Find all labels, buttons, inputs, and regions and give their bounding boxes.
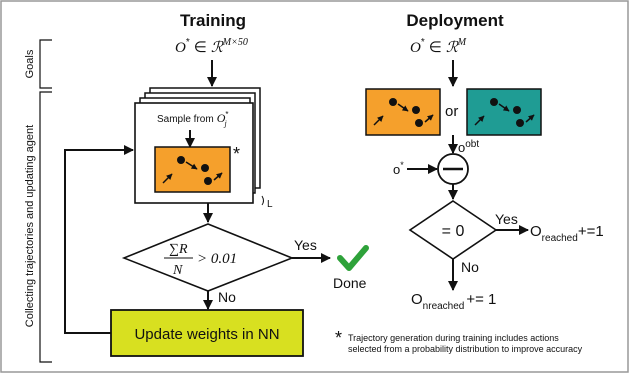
deployment-orange-box	[365, 88, 441, 136]
deployment-no-label: No	[461, 259, 479, 275]
update-weights-label: Update weights in NN	[134, 326, 279, 343]
footnote-line1: Trajectory generation during training in…	[348, 333, 559, 343]
deployment-yes-label: Yes	[495, 211, 518, 227]
training-no-label: No	[218, 289, 236, 305]
svg-text:O*∈ℛM×50: O*∈ℛM×50	[175, 37, 248, 56]
footnote-star: *	[335, 328, 342, 348]
svg-text:N: N	[172, 263, 183, 278]
goals-bracket	[39, 39, 52, 89]
training-trajectory-box	[154, 146, 231, 193]
collecting-label: Collecting trajectories and updating age…	[24, 125, 36, 327]
or-label: or	[445, 103, 458, 120]
svg-text:> 0.01: > 0.01	[197, 251, 237, 267]
nreached-label: Onreached+= 1	[411, 291, 496, 312]
stack-curl	[261, 195, 264, 206]
sample-star: *	[233, 144, 240, 164]
svg-text:O*∈ℛM: O*∈ℛM	[410, 37, 467, 56]
ostar-label: o*	[393, 160, 404, 177]
collecting-bracket	[39, 91, 52, 363]
training-header: Training	[180, 11, 246, 30]
svg-text:∑R: ∑R	[169, 242, 188, 257]
deployment-goal-expression: O*∈ℛM	[410, 37, 467, 56]
check-icon	[337, 245, 369, 271]
feedback-loop-arrow	[64, 145, 134, 334]
obt-label: oobt	[458, 139, 479, 155]
deployment-decision-text: = 0	[442, 223, 465, 240]
stack-label: L	[267, 199, 273, 210]
training-decision-text: ∑R N > 0.01	[164, 242, 237, 278]
deployment-header: Deployment	[406, 11, 504, 30]
goals-label: Goals	[24, 49, 36, 78]
training-yes-label: Yes	[294, 237, 317, 253]
footnote-line2: selected from a probability distribution…	[348, 344, 583, 354]
done-label: Done	[333, 275, 367, 291]
deployment-teal-box	[466, 88, 542, 136]
training-goal-expression: O*∈ℛM×50	[175, 37, 248, 56]
reached-label: Oreached+=1	[530, 223, 604, 244]
